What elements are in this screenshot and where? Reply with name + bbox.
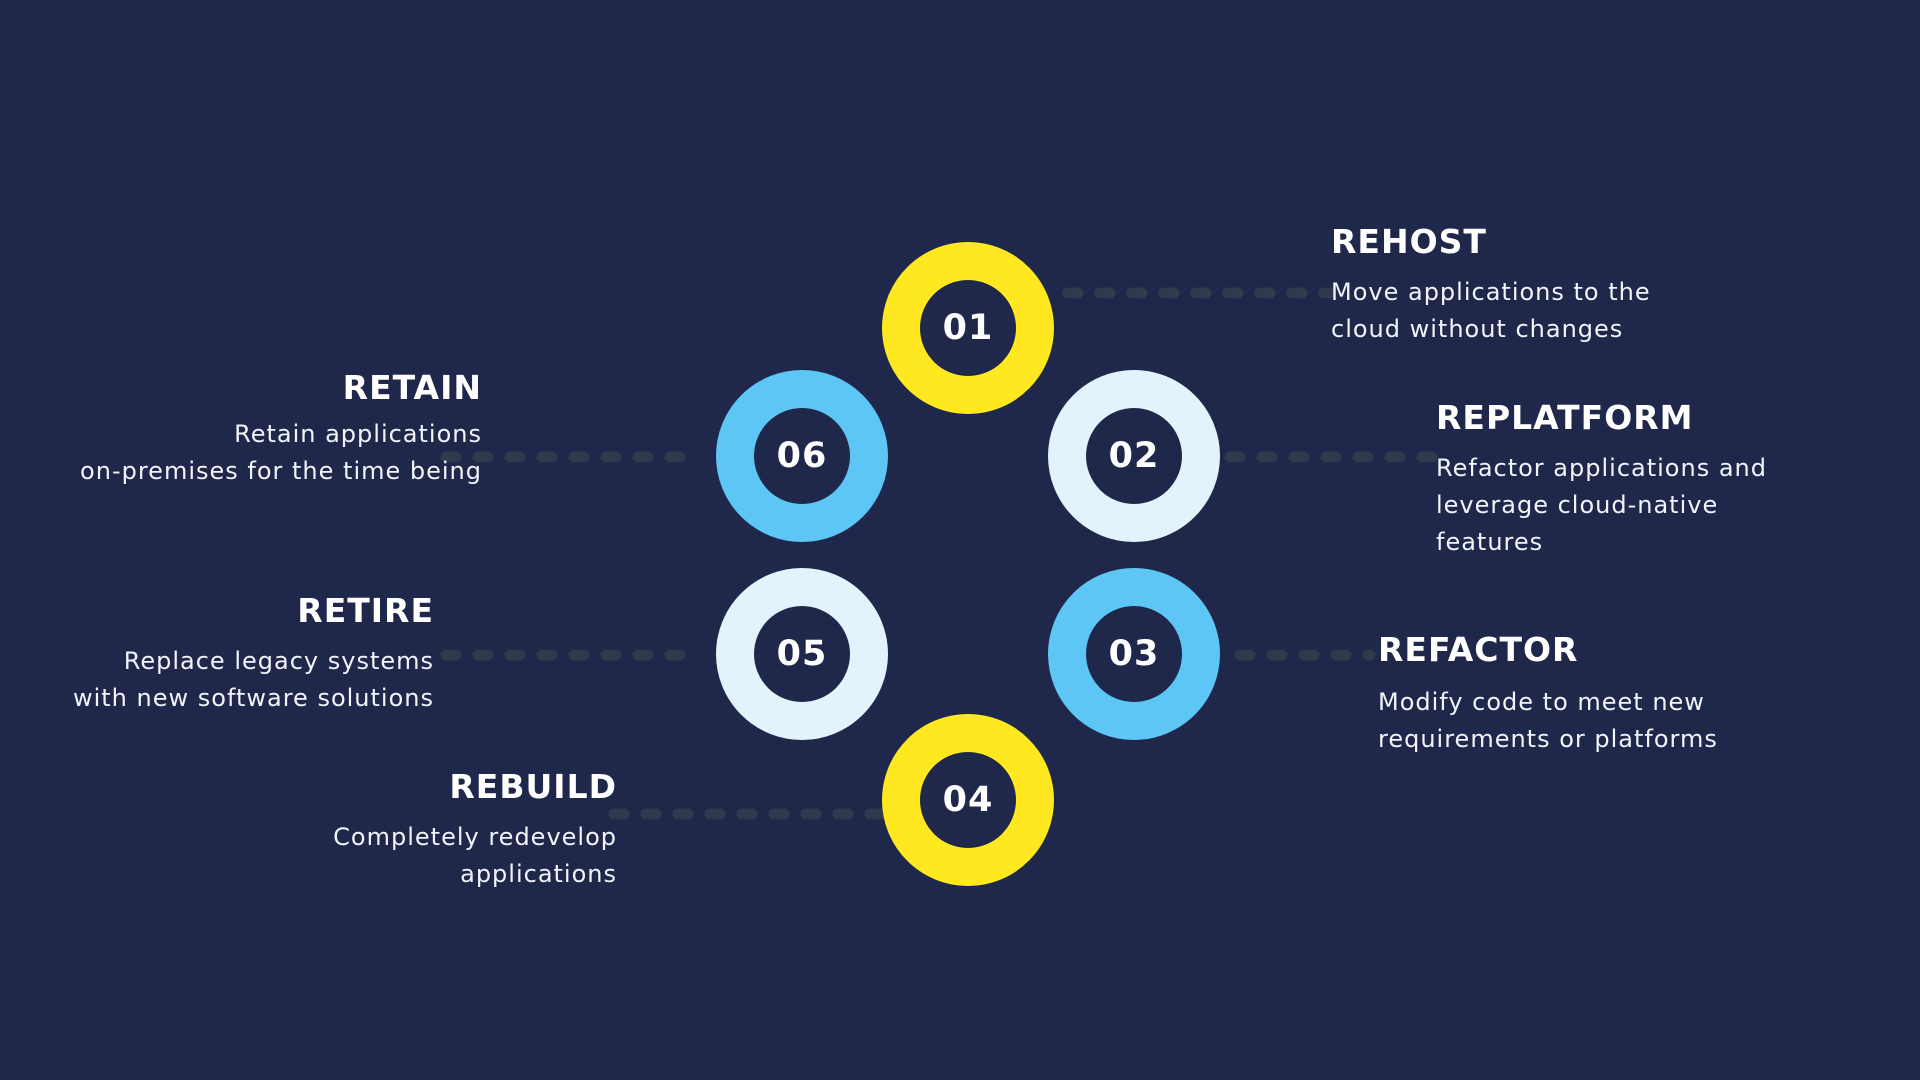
step-number-06: 06 [776,436,828,476]
step-label-rebuild: REBUILD Completely redevelop application… [120,767,617,893]
step-number-03: 03 [1108,634,1160,674]
desc-line: Modify code to meet new [1378,688,1705,716]
step-label-retain: RETAIN Retain applications on-premises f… [20,368,482,490]
step-number-01: 01 [942,308,994,348]
step-number-04: 04 [942,780,994,820]
step-ring-03: 03 [1048,568,1220,740]
desc-line: cloud without changes [1331,315,1624,343]
step-title: REPLATFORM [1436,398,1694,437]
desc-line: requirements or platforms [1378,725,1718,753]
step-ring-04: 04 [882,714,1054,886]
desc-line: Retain applications [234,420,482,448]
step-title: RETIRE [297,591,434,630]
step-number-05: 05 [776,634,828,674]
desc-line: Replace legacy systems [123,647,434,675]
step-label-replatform: REPLATFORM Refactor applications and lev… [1436,398,1906,561]
desc-line: Move applications to the [1331,278,1651,306]
step-label-retire: RETIRE Replace legacy systems with new s… [20,591,434,717]
step-description: Completely redevelop applications [120,819,617,893]
step-description: Move applications to the cloud without c… [1331,274,1831,348]
step-description: Retain applications on-premises for the … [20,416,482,490]
step-ring-02: 02 [1048,370,1220,542]
desc-line: features [1436,528,1544,556]
step-number-02: 02 [1108,436,1160,476]
step-title: REHOST [1331,222,1487,261]
step-label-refactor: REFACTOR Modify code to meet new require… [1378,630,1898,758]
step-ring-05: 05 [716,568,888,740]
step-description: Refactor applications and leverage cloud… [1436,450,1906,561]
desc-line: applications [460,860,617,888]
desc-line: leverage cloud-native [1436,491,1719,519]
step-label-rehost: REHOST Move applications to the cloud wi… [1331,222,1831,348]
desc-line: Completely redevelop [333,823,617,851]
step-description: Modify code to meet new requirements or … [1378,684,1898,758]
step-title: REFACTOR [1378,630,1579,669]
step-ring-06: 06 [716,370,888,542]
desc-line: with new software solutions [72,684,434,712]
step-description: Replace legacy systems with new software… [20,643,434,717]
step-ring-01: 01 [882,242,1054,414]
desc-line: on-premises for the time being [80,457,482,485]
desc-line: Refactor applications and [1436,454,1767,482]
step-title: REBUILD [449,767,617,806]
step-title: RETAIN [342,368,482,407]
